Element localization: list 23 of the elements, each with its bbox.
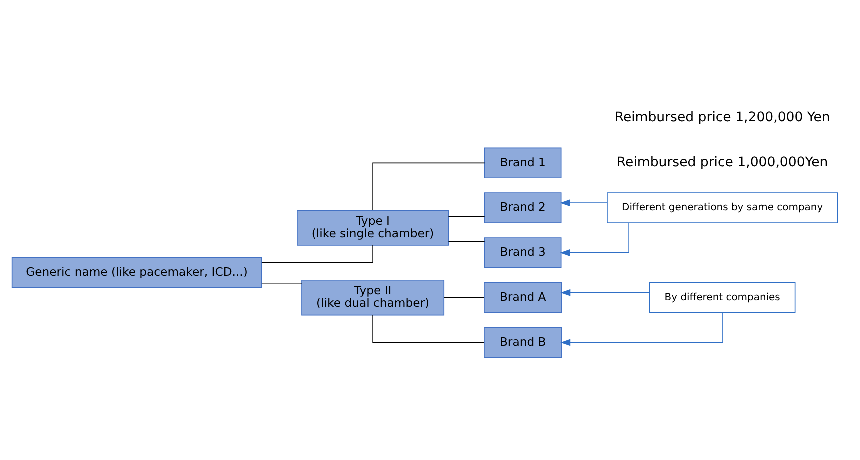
- connector: [448, 240, 486, 242]
- arrow: [560, 288, 650, 296]
- arrow: [560, 199, 608, 206]
- node-box: Brand B: [484, 326, 562, 358]
- connector: [262, 283, 302, 284]
- connector: [372, 314, 484, 343]
- connector: [262, 244, 374, 263]
- node-box: By different companies: [649, 282, 796, 313]
- arrow: [560, 222, 630, 256]
- connector: [444, 296, 485, 298]
- node-box: Type I (like single chamber): [297, 210, 450, 246]
- node-box: Brand 2: [484, 192, 562, 223]
- connector: [372, 162, 486, 210]
- arrow: [560, 312, 724, 346]
- node-box: Brand 1: [484, 147, 562, 178]
- node-box: Brand A: [484, 282, 562, 313]
- node-box: Type II (like dual chamber): [302, 279, 445, 316]
- node-box: Different generations by same company: [607, 192, 838, 223]
- node-box: Generic name (like pacemaker, ICD...): [12, 257, 262, 288]
- label: Reimbursed price 1,000,000Yen: [616, 154, 828, 170]
- label: Reimbursed price 1,200,000 Yen: [614, 110, 830, 125]
- node-box: Brand 3: [484, 237, 562, 268]
- connector: [448, 216, 486, 217]
